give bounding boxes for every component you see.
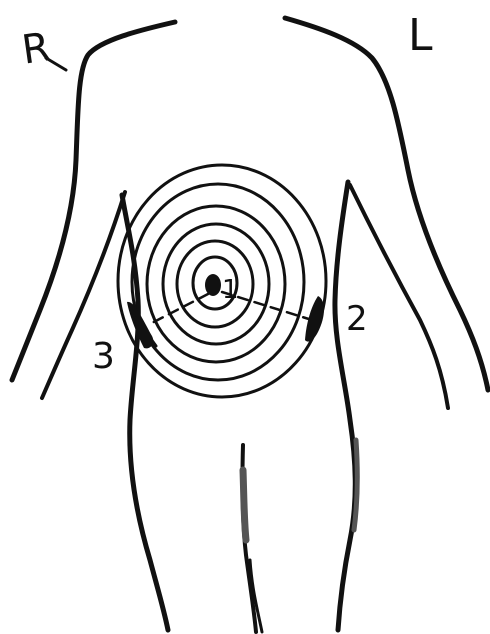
point-3-label: 3 bbox=[92, 336, 115, 377]
right-torso-outline bbox=[122, 195, 168, 630]
leg-shadow bbox=[243, 470, 246, 540]
navel-marker bbox=[205, 274, 221, 296]
left-inner-arm-outline bbox=[350, 185, 448, 408]
body-outline bbox=[12, 18, 488, 632]
right-shoulder-outline bbox=[12, 22, 175, 380]
point-1-label: 1 bbox=[222, 275, 239, 305]
left-side-label: L bbox=[408, 10, 433, 61]
left-torso-outline bbox=[335, 182, 355, 630]
right-side-label: R bbox=[19, 24, 53, 73]
point-2-label: 2 bbox=[346, 299, 368, 339]
